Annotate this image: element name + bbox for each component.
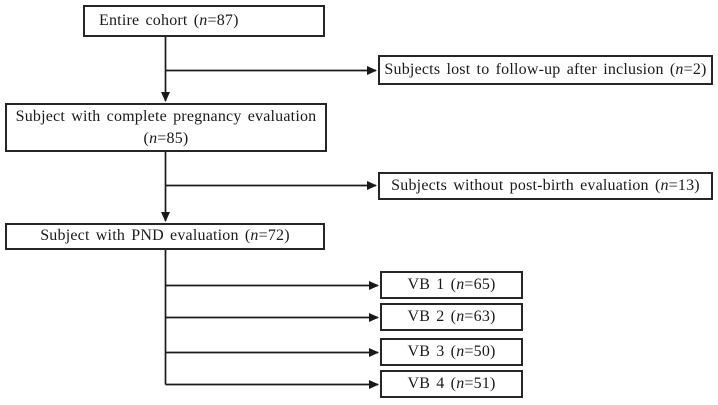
vb4-label: VB 4 (n=51) [407,374,495,395]
n-symbol: n [250,227,259,245]
without-postbirth-box: Subjects without post-birth evaluation (… [378,172,713,200]
n-symbol: n [456,374,465,392]
n-symbol: n [199,11,208,29]
lost-to-followup-box: Subjects lost to follow-up after inclusi… [378,55,713,85]
label-prefix: Subject with PND evaluation ( [40,227,251,245]
entire-cohort-label: Entire cohort (n=87) [99,11,239,32]
label-suffix: =63) [464,307,496,325]
label-suffix: =13) [668,176,700,194]
n-symbol: n [456,307,465,325]
entire-cohort-box: Entire cohort (n=87) [83,5,325,37]
label-suffix: =50) [464,342,496,360]
pnd-evaluation-box: Subject with PND evaluation (n=72) [5,223,325,250]
label-suffix: =85) [157,129,189,147]
vb2-box: VB 2 (n=63) [380,303,523,331]
pnd-evaluation-label: Subject with PND evaluation (n=72) [40,226,290,247]
label-prefix: VB 1 ( [407,275,457,293]
vb3-label: VB 3 (n=50) [407,342,495,363]
n-symbol: n [149,129,158,147]
pregnancy-evaluation-label-line1: Subject with complete pregnancy evaluati… [15,108,317,126]
label-prefix: ( [143,129,150,147]
pregnancy-evaluation-box: Subject with complete pregnancy evaluati… [5,103,327,152]
label-suffix: =65) [464,275,496,293]
label-prefix: Subjects without post-birth evaluation ( [391,176,661,194]
label-prefix: VB 4 ( [407,374,457,392]
vb2-label: VB 2 (n=63) [407,307,495,328]
label-suffix: =72) [258,227,290,245]
vb3-box: VB 3 (n=50) [380,338,523,366]
vb4-box: VB 4 (n=51) [380,370,523,398]
label-prefix: VB 2 ( [407,307,457,325]
label-suffix: =87) [207,11,239,29]
vb1-box: VB 1 (n=65) [380,271,523,299]
label-prefix: VB 3 ( [407,342,457,360]
label-suffix: =2) [683,60,707,78]
vb1-label: VB 1 (n=65) [407,275,495,296]
n-symbol: n [675,60,684,78]
label-prefix: Entire cohort ( [99,11,200,29]
lost-to-followup-label: Subjects lost to follow-up after inclusi… [384,60,706,81]
label-prefix: Subjects lost to follow-up after inclusi… [384,60,676,78]
n-symbol: n [660,176,669,194]
without-postbirth-label: Subjects without post-birth evaluation (… [391,176,700,197]
n-symbol: n [456,275,465,293]
pregnancy-evaluation-label-line2: (n=85) [144,128,189,149]
label-suffix: =51) [464,374,496,392]
n-symbol: n [456,342,465,360]
